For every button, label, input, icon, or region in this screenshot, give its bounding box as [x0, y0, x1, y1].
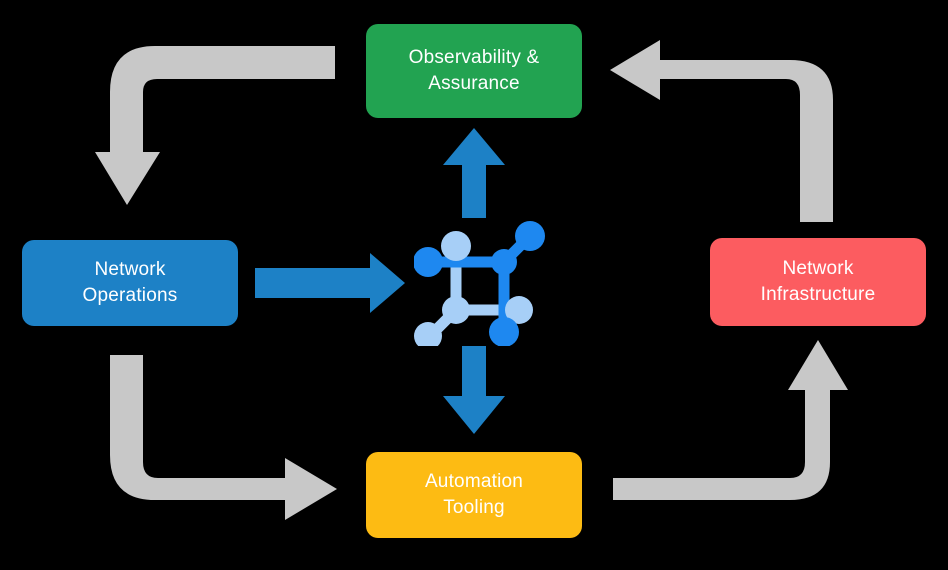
box-network-infrastructure[interactable]: Network Infrastructure: [710, 238, 926, 326]
box-automation-tooling[interactable]: Automation Tooling: [366, 452, 582, 538]
connector-center-to-observability: [443, 128, 505, 218]
connector-center-to-automation: [443, 346, 505, 434]
connector-observability-to-operations: [95, 46, 335, 205]
topology-nodes-secondary: [414, 231, 533, 346]
network-topology-icon: [414, 221, 545, 346]
box-network-operations[interactable]: Network Operations: [22, 240, 238, 326]
connector-infrastructure-to-observability: [610, 40, 833, 222]
connector-operations-to-automation: [110, 355, 337, 520]
topology-nodes-primary: [414, 221, 545, 346]
box-observability-assurance[interactable]: Observability & Assurance: [366, 24, 582, 118]
connector-operations-to-center: [255, 253, 405, 313]
connector-automation-to-infrastructure: [613, 340, 848, 500]
